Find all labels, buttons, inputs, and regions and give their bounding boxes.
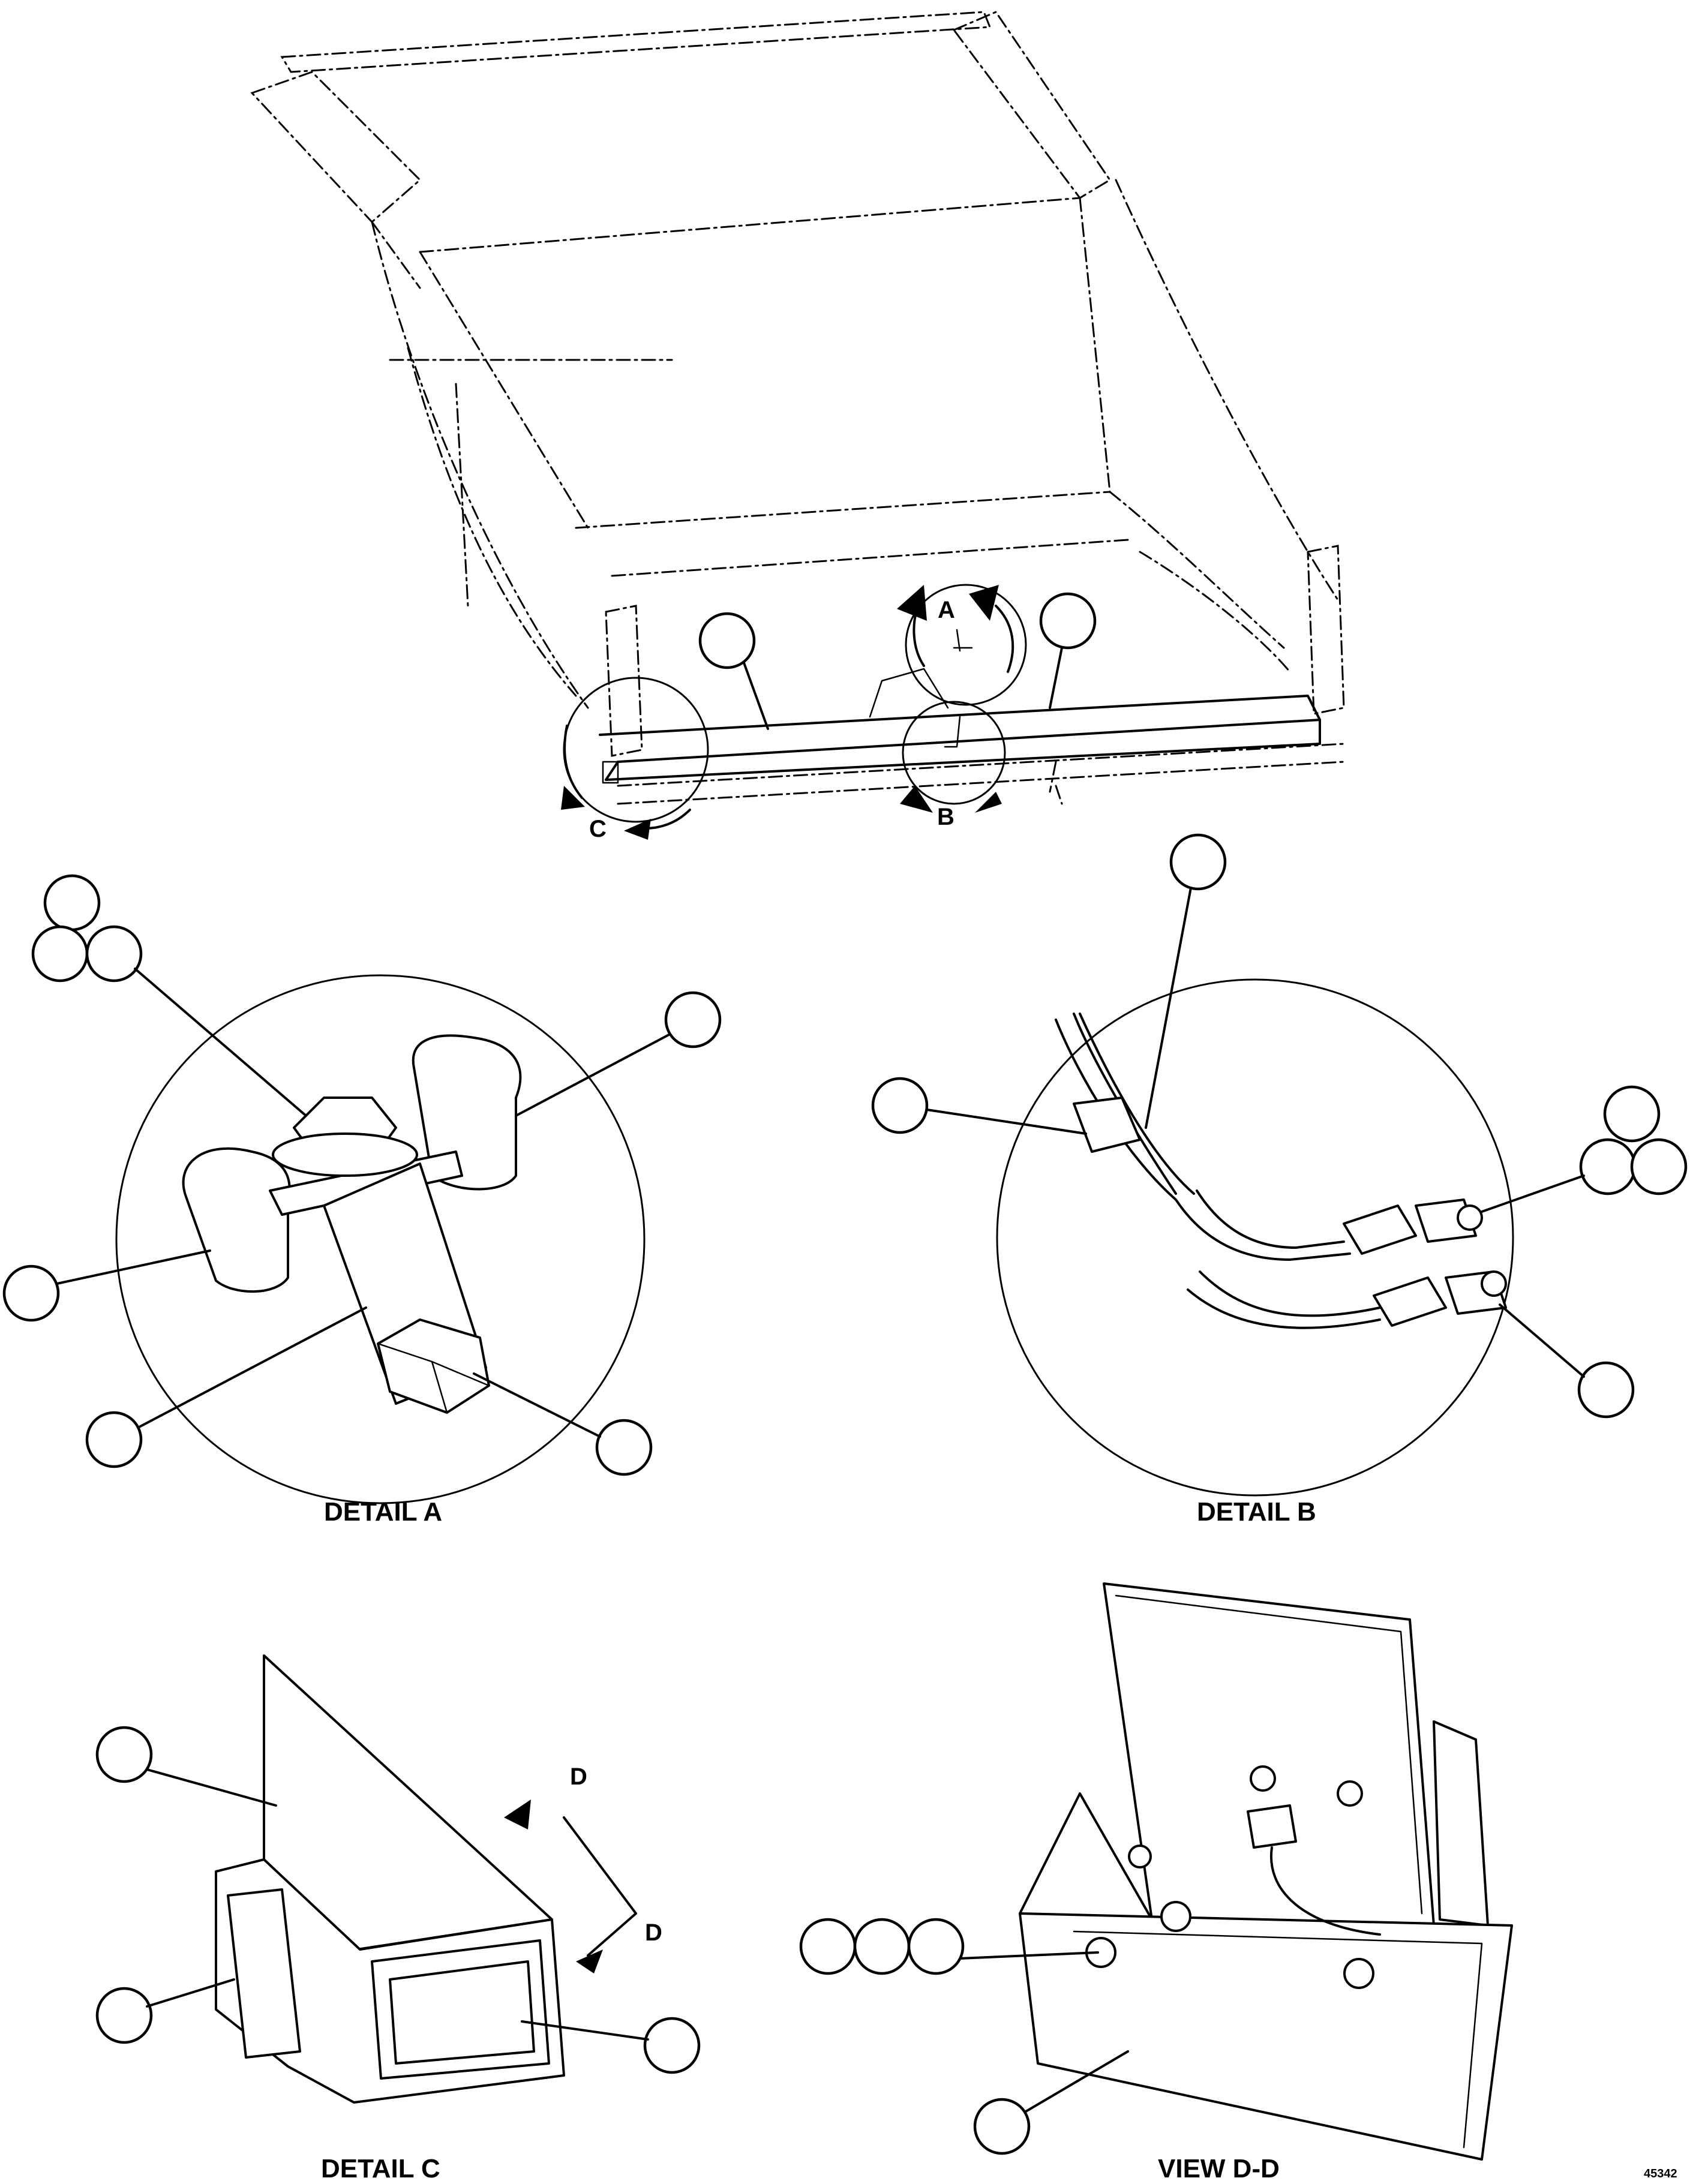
detail-a: DETAIL A (2, 874, 722, 1527)
detail-b: DETAIL B (871, 833, 1688, 1527)
overview-assembly (250, 11, 1345, 805)
overview-callout-2 (1039, 592, 1097, 650)
detail-b-caption: DETAIL B (1197, 1497, 1316, 1527)
detail-c-section-letter-top: D (570, 1764, 587, 1790)
overview-callouts (698, 592, 1097, 730)
detail-c-section-letter-bottom: D (645, 1919, 662, 1946)
view-dd: VIEW D-D (799, 1582, 1513, 2183)
detail-c: D D DETAIL C (95, 1654, 701, 2183)
overview-callout-1 (698, 612, 756, 669)
detail-a-letter: A (938, 597, 955, 623)
overview-detail-b-marker: B (900, 701, 1006, 830)
detail-b-letter: B (937, 804, 954, 830)
detail-c-letter: C (589, 816, 607, 842)
view-dd-caption: VIEW D-D (1158, 2154, 1280, 2183)
detail-c-caption: DETAIL C (321, 2154, 440, 2183)
drawing-number: 45342 (1644, 2167, 1677, 2180)
detail-a-caption: DETAIL A (324, 1497, 442, 1527)
overview-detail-a-marker: A (897, 584, 1027, 706)
overview-detail-c-marker: C (561, 677, 709, 842)
